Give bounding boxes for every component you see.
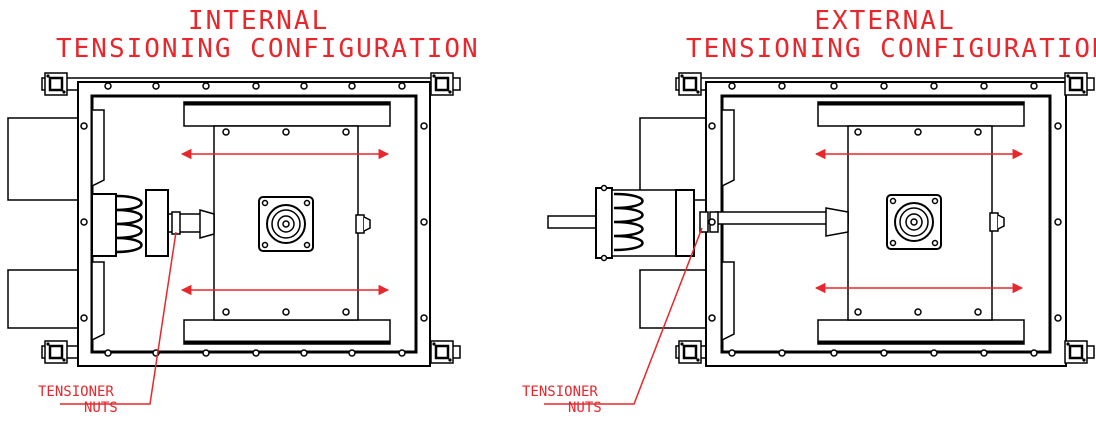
spring-coil — [115, 194, 143, 254]
right-callout-line1: TENSIONER — [522, 384, 598, 400]
left-callout-line1: TENSIONER — [38, 384, 114, 400]
left-title-line2: TENSIONING CONFIGURATION — [56, 34, 480, 64]
motor-block-bottom — [7, 269, 79, 329]
bearing — [258, 196, 314, 252]
motor-block-top — [7, 117, 79, 201]
left-leader-line — [60, 231, 177, 405]
internal-assembly — [7, 71, 461, 405]
right-leader-line — [544, 227, 703, 405]
left-title-line1: INTERNAL — [188, 6, 330, 36]
tensioner-nut-left — [171, 211, 181, 235]
right-title-line1: EXTERNAL — [814, 6, 956, 36]
external-assembly — [544, 71, 1095, 405]
right-title-line2: TENSIONING CONFIGURATION — [686, 34, 1096, 64]
